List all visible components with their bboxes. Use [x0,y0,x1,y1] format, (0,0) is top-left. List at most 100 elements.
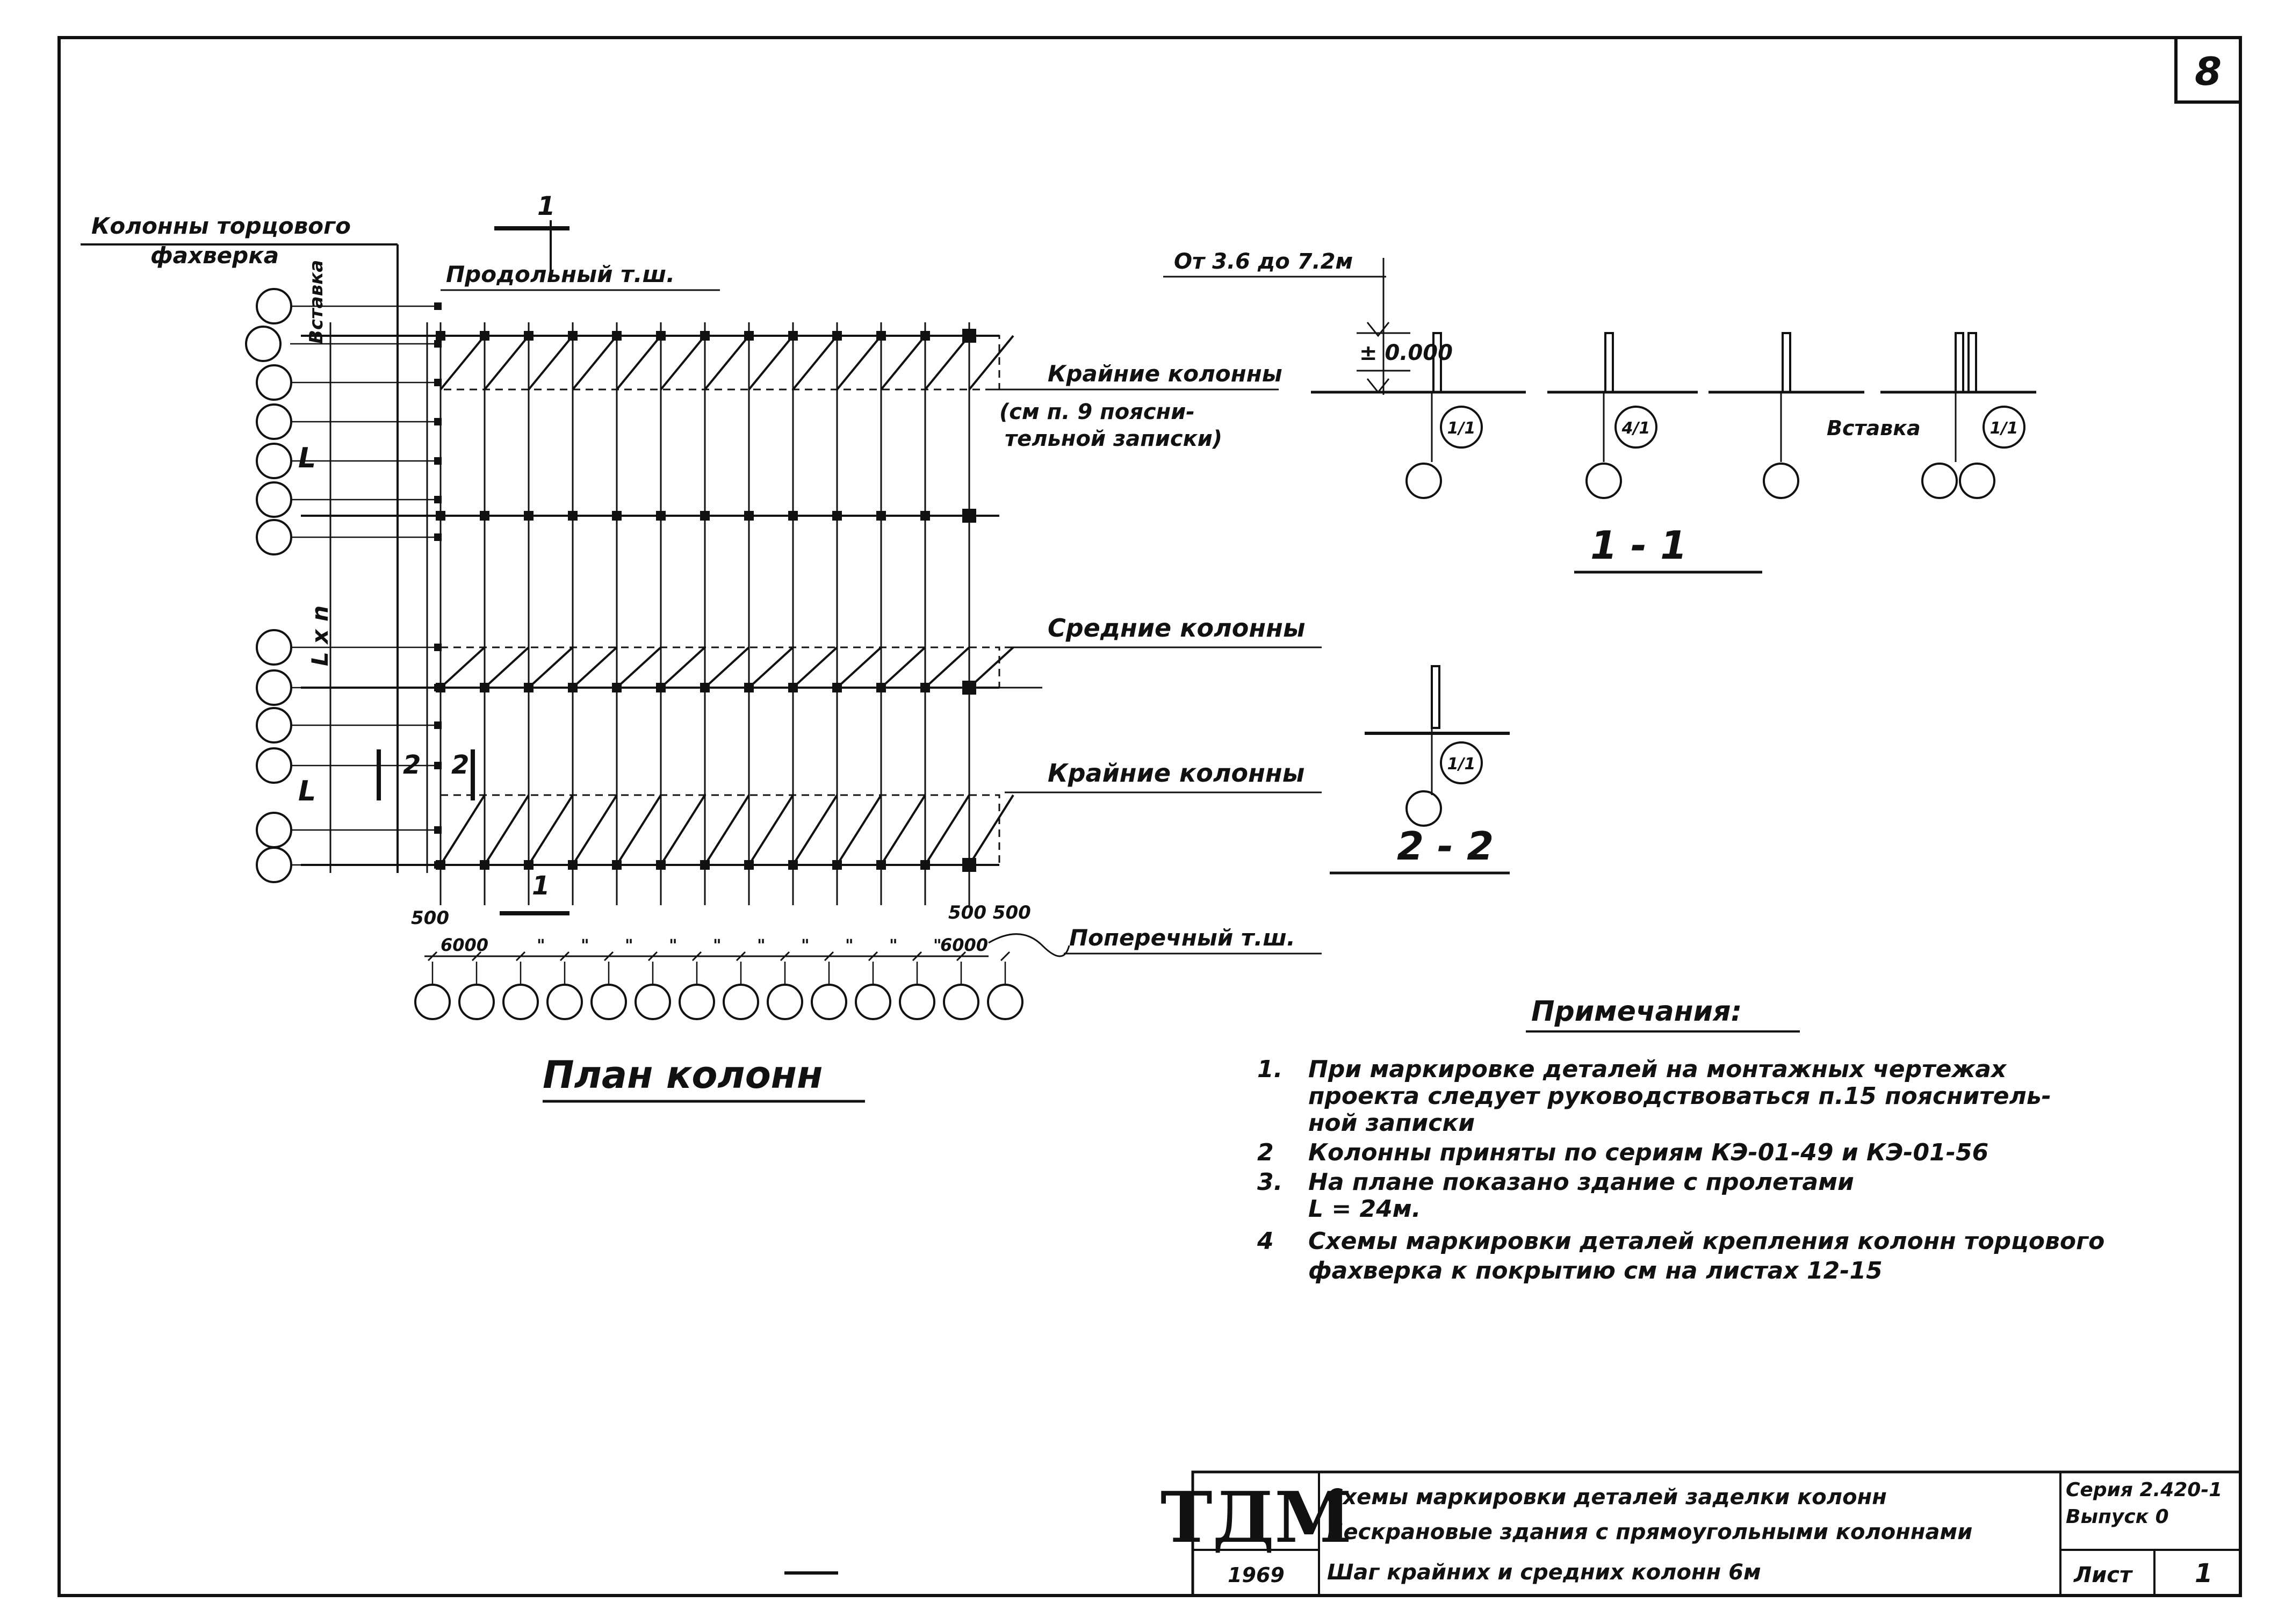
axis-bubble-bottom [458,984,495,1020]
axis-bubble-left [245,326,282,362]
axis-bubble-bottom [899,984,935,1020]
outer-columns-note-1: (см п. 9 поясни- [999,400,1195,424]
end-wall-column [434,496,442,503]
section-axis-bubble [1959,463,1995,499]
outer-columns-band-top [439,335,1000,391]
dim-500-left: 500 [411,907,449,929]
dim-6000-left: 6000 [441,935,488,955]
dimension-tick [559,951,570,962]
dimension-tick [647,951,658,962]
title-series: Серия 2.420-1 [2066,1479,2222,1501]
dimension-tick [868,951,878,962]
section-column [1955,332,1964,393]
axis-bubble-left [256,629,292,666]
note-4-line-1: Схемы маркировки деталей крепления колон… [1308,1228,2104,1255]
axis-bubble-left [256,364,292,401]
outer-columns-band-bottom-hatch [484,794,530,866]
dimension-tick [1000,951,1011,962]
dim-ditto: " [537,936,545,955]
axis-bubble-left [256,481,292,518]
section-mark-circle [1440,406,1483,449]
outer-columns-band-bottom-hatch [704,794,750,866]
axis-bubble-bottom [811,984,847,1020]
level-mark: ± 0.000 [1359,341,1453,365]
outer-columns-band-bottom-hatch [439,794,486,866]
outer-columns-band-top-hatch [836,335,882,391]
axis-bubble-bottom [635,984,671,1020]
section-mark-text: 1/1 [1447,419,1476,438]
column [480,511,489,521]
section-column [1604,332,1614,393]
outer-columns-band-bottom-hatch [748,794,794,866]
title-desc-line-1: Схемы маркировки деталей заделки колонн [1327,1485,1887,1510]
note-1-line-2: проекта следует руководствоваться п.15 п… [1308,1082,2051,1110]
outer-columns-band-top-hatch [968,335,1014,391]
axis-bubble-bottom [723,984,759,1020]
section-mark-text: 1/1 [1990,419,2019,438]
column [920,511,930,521]
middle-columns-label: Средние колонны [1048,613,1306,643]
outer-columns-band-bottom-hatch [528,794,574,866]
middle-columns-band-hatch [439,646,486,689]
axis-bubble-left [256,519,292,555]
column [524,511,534,521]
dim-ditto: " [713,936,722,955]
outer-columns-band-bottom-hatch [968,794,1014,866]
section-column [1967,332,1977,393]
outer-columns-band-bottom-hatch [660,794,706,866]
dimension-tick [956,951,967,962]
section-mark-2-right: 2 [451,750,469,780]
outer-columns-band-bottom [439,794,1000,866]
column [436,511,445,521]
org-logo: ТДМ [1160,1476,1352,1558]
outer-columns-label-1: Крайние колонны [1048,360,1282,387]
section-column [1432,332,1442,393]
section-1-1: От 3.6 до 7.2м ± 0.000 Вставка 1 - 1 [1163,249,2036,574]
section-column [1782,332,1791,393]
title-issue: Выпуск 0 [2066,1506,2169,1528]
dimension-tick [912,951,922,962]
end-wall-column [434,457,442,465]
section-axis-bubble [1763,463,1799,499]
note-1-num: 1. [1257,1056,1282,1083]
dimension-tick [780,951,790,962]
note-2-line-1: Колонны приняты по сериям КЭ-01-49 и КЭ-… [1308,1139,1988,1166]
span-Lxn: L x n [307,605,333,666]
section-mark-circle [1983,406,2025,449]
mark-2-2: 1/1 [1447,755,1476,774]
axis-bubble-bottom [502,984,539,1020]
dim-ditto: " [757,936,766,955]
outer-columns-band-top-hatch [528,335,574,391]
middle-columns-band-hatch [704,646,750,689]
note-4-line-2: фахверка к покрытию см на листах 12-15 [1308,1257,1883,1284]
axis-bubble-left [256,669,292,706]
outer-columns-band-top-hatch [924,335,970,391]
dim-500-500: 500 500 [948,902,1031,923]
column [700,511,710,521]
column [612,511,622,521]
outer-columns-band-top-hatch [484,335,530,391]
title-block-frame [1191,1470,2242,1597]
title-desc-line-2: Бескрановые здания с прямоугольными коло… [1327,1520,1972,1544]
outer-columns-band-bottom-hatch [924,794,970,866]
level-triangle-bottom [1366,378,1390,394]
outer-columns-band-top-hatch [748,335,794,391]
notes: Примечания: 1. При маркировке деталей на… [1257,995,2104,1284]
section-axis-bubble [1921,463,1958,499]
section22-title: 2 - 2 [1397,824,1494,869]
sheet-number: 8 [2195,49,2222,94]
section-mark-1-bottom: 1 [532,871,550,901]
axis-bubble-left [256,443,292,479]
dimension-tick [515,951,526,962]
end-wall-column [434,302,442,310]
column [744,511,754,521]
mark-circle-2-2 [1440,741,1483,784]
outer-columns-band-top-hatch [616,335,662,391]
middle-columns-band-hatch [660,646,706,689]
middle-columns-band-hatch [792,646,838,689]
dim-ditto: " [581,936,589,955]
note-3-num: 3. [1257,1168,1282,1196]
dimension-tick [736,951,746,962]
outer-columns-band-top-hatch [439,335,486,391]
